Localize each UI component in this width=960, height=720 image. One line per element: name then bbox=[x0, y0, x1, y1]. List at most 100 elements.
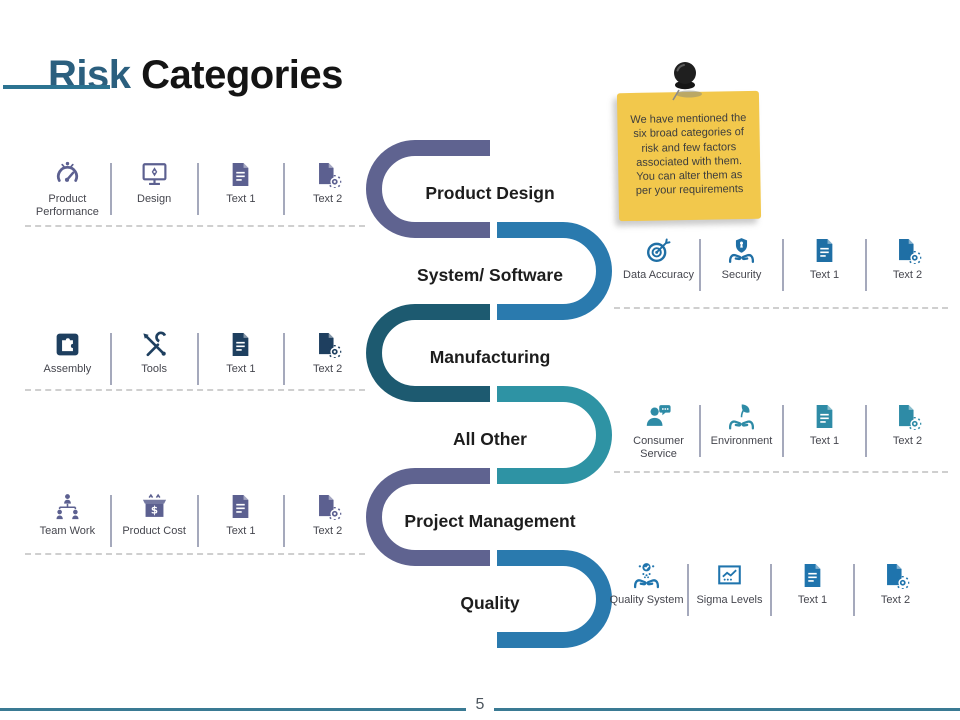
item-separator bbox=[782, 405, 784, 457]
item-separator bbox=[283, 163, 286, 215]
factor-item-consumer-service: Consumer Service bbox=[618, 402, 699, 461]
factor-item-text-2: Text 2 bbox=[867, 236, 948, 282]
push-pin-icon bbox=[662, 58, 710, 110]
serpentine-segment-project-management bbox=[366, 468, 490, 566]
factor-item-label: Quality System bbox=[609, 594, 684, 606]
person-chat-icon bbox=[644, 402, 673, 431]
serpentine-segment-all-other bbox=[497, 386, 612, 484]
factor-item-product-cost: Product Cost bbox=[112, 492, 197, 538]
factor-item-label: Text 2 bbox=[312, 193, 343, 205]
page-title-rest: Categories bbox=[141, 52, 343, 97]
item-separator bbox=[283, 333, 286, 385]
factor-item-text-1: Text 1 bbox=[199, 330, 284, 376]
item-separator bbox=[865, 405, 867, 457]
monitor-design-icon bbox=[140, 160, 169, 189]
item-separator bbox=[853, 564, 855, 616]
factor-item-text-1: Text 1 bbox=[199, 492, 284, 538]
document-icon bbox=[226, 330, 255, 359]
document-icon bbox=[810, 402, 839, 431]
serpentine-segment-manufacturing bbox=[366, 304, 490, 402]
factor-item-quality-system: Quality System bbox=[606, 561, 687, 607]
document-gear-icon bbox=[313, 330, 342, 359]
factor-item-text-1: Text 1 bbox=[784, 402, 865, 448]
puzzle-icon bbox=[53, 330, 82, 359]
factor-item-label: Text 1 bbox=[809, 269, 840, 281]
document-gear-icon bbox=[313, 160, 342, 189]
factor-item-environment: Environment bbox=[701, 402, 782, 448]
factor-item-label: Text 1 bbox=[797, 594, 828, 606]
factor-item-design: Design bbox=[112, 160, 197, 206]
factor-group-project-management: Team Work Product Cost Text 1 Text 2 bbox=[25, 492, 370, 547]
document-icon bbox=[798, 561, 827, 590]
item-separator bbox=[687, 564, 689, 616]
category-label-product-design: Product Design bbox=[425, 183, 555, 203]
item-separator bbox=[109, 333, 112, 385]
serpentine-segment-product-design bbox=[366, 140, 490, 238]
serpentine-segment-system-software bbox=[497, 222, 612, 320]
factor-item-label: Design bbox=[137, 193, 172, 205]
factor-item-assembly: Assembly bbox=[25, 330, 110, 376]
dashed-guide-line bbox=[614, 471, 948, 473]
document-gear-icon bbox=[893, 402, 922, 431]
item-separator bbox=[865, 239, 867, 291]
factor-item-label: Text 2 bbox=[892, 269, 923, 281]
factor-item-team-work: Team Work bbox=[25, 492, 110, 538]
page-number: 5 bbox=[430, 696, 530, 714]
shield-hands-icon bbox=[727, 236, 756, 265]
factor-item-label: Text 1 bbox=[226, 193, 256, 205]
item-separator bbox=[196, 163, 199, 215]
dashed-guide-line bbox=[614, 307, 948, 309]
factor-item-tools: Tools bbox=[112, 330, 197, 376]
target-arrow-icon bbox=[644, 236, 673, 265]
item-separator bbox=[196, 333, 199, 385]
factor-item-text-2: Text 2 bbox=[285, 330, 370, 376]
item-separator bbox=[109, 163, 112, 215]
factor-item-label: Text 2 bbox=[312, 363, 343, 375]
factor-item-label: Team Work bbox=[39, 525, 96, 537]
box-dollar-icon bbox=[140, 492, 169, 521]
document-icon bbox=[810, 236, 839, 265]
document-gear-icon bbox=[881, 561, 910, 590]
factor-item-label: Assembly bbox=[43, 363, 92, 375]
factor-item-label: Text 2 bbox=[312, 525, 343, 537]
factor-item-text-1: Text 1 bbox=[772, 561, 853, 607]
factor-item-text-1: Text 1 bbox=[784, 236, 865, 282]
item-separator bbox=[283, 495, 286, 547]
item-separator bbox=[109, 495, 112, 547]
factor-item-text-2: Text 2 bbox=[867, 402, 948, 448]
factor-item-data-accuracy: Data Accuracy bbox=[618, 236, 699, 282]
team-orgchart-icon bbox=[53, 492, 82, 521]
factor-item-label: Product Cost bbox=[122, 525, 186, 537]
factor-item-product-performance: Product Performance bbox=[25, 160, 110, 219]
page-title: Risk Categories bbox=[48, 53, 343, 98]
factor-item-label: Text 2 bbox=[892, 435, 923, 447]
factor-item-sigma-levels: Sigma Levels bbox=[689, 561, 770, 607]
serpentine-segment-quality bbox=[497, 550, 612, 648]
category-label-all-other: All Other bbox=[453, 429, 527, 449]
category-label-quality: Quality bbox=[460, 593, 520, 613]
factor-item-label: Security bbox=[721, 269, 762, 281]
dashed-guide-line bbox=[25, 553, 365, 555]
factor-item-label: Data Accuracy bbox=[623, 269, 694, 281]
dashed-guide-line bbox=[25, 225, 365, 227]
sticky-note: We have mentioned the six broad categori… bbox=[616, 90, 762, 222]
title-underline bbox=[3, 85, 110, 89]
factor-item-text-2: Text 2 bbox=[285, 160, 370, 206]
factor-item-label: Text 1 bbox=[809, 435, 840, 447]
factor-group-system-software: Data Accuracy Security Text 1 Text 2 bbox=[618, 236, 948, 291]
factor-item-text-1: Text 1 bbox=[199, 160, 284, 206]
tools-icon bbox=[140, 330, 169, 359]
document-gear-icon bbox=[313, 492, 342, 521]
item-separator bbox=[196, 495, 199, 547]
item-separator bbox=[699, 239, 701, 291]
hands-check-icon bbox=[632, 561, 661, 590]
hands-leaf-icon bbox=[727, 402, 756, 431]
item-separator bbox=[770, 564, 772, 616]
gauge-performance-icon bbox=[53, 160, 82, 189]
item-separator bbox=[782, 239, 784, 291]
